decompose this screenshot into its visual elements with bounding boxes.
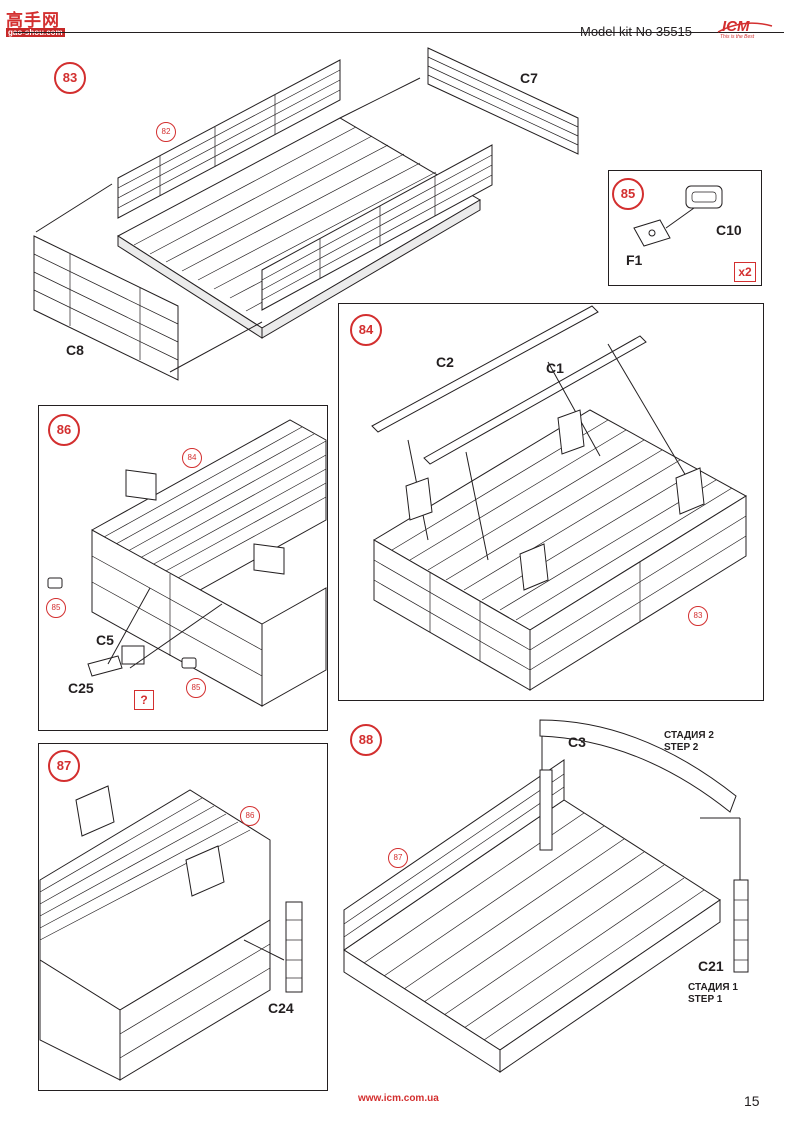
query-badge: ?: [134, 690, 154, 710]
stage-1-ru: СТАДИЯ 1: [688, 982, 738, 993]
step-85-panel: [608, 170, 762, 286]
step-87-drawing: [39, 785, 303, 1081]
stage-2-label: СТАДИЯ 2 STEP 2: [664, 730, 714, 754]
watermark-main-text: 高手网: [6, 11, 60, 30]
logo-text: ICM: [722, 18, 750, 35]
part-label-c1: C1: [546, 360, 564, 376]
step-86-panel: [38, 405, 328, 731]
step-84-panel: [338, 303, 764, 701]
part-label-c2: C2: [436, 354, 454, 370]
stage-1-en: STEP 1: [688, 994, 723, 1005]
part-label-c24: C24: [268, 1000, 294, 1016]
part-label-c8: C8: [66, 342, 84, 358]
stage-2-ru: СТАДИЯ 2: [664, 730, 714, 741]
step-88-number: 88: [350, 724, 382, 756]
step-84-number: 84: [350, 314, 382, 346]
step-83-number: 83: [54, 62, 86, 94]
step-87-panel: [38, 743, 328, 1091]
stage-1-label: СТАДИЯ 1 STEP 1: [688, 982, 738, 1006]
step-88-drawing: [343, 719, 749, 1073]
multiplier-badge: x2: [734, 262, 756, 282]
page-number: 15: [744, 1093, 760, 1109]
part-label-c21: C21: [698, 958, 724, 974]
footer-url[interactable]: www.icm.com.ua: [358, 1093, 439, 1104]
step-86-subref-right: 85: [186, 678, 206, 698]
step-86-number: 86: [48, 414, 80, 446]
stage-2-en: STEP 2: [664, 742, 699, 753]
header-rule: [14, 32, 784, 33]
step-85-drawing: [633, 185, 723, 247]
kit-title: Model kit No 35515: [580, 24, 693, 39]
part-label-c5: C5: [96, 632, 114, 648]
step-84-ref: 83: [688, 606, 708, 626]
part-label-c7: C7: [520, 70, 538, 86]
step-83-drawing: [33, 47, 579, 381]
part-label-f1: F1: [626, 252, 643, 268]
step-84-drawing: [371, 305, 747, 691]
step-85-number: 85: [612, 178, 644, 210]
step-86-drawing: [47, 419, 327, 707]
step-83-ref: 82: [156, 122, 176, 142]
icm-logo: ICM This is the Best: [716, 16, 774, 42]
step-86-ref: 84: [182, 448, 202, 468]
step-87-number: 87: [48, 750, 80, 782]
part-label-c3: C3: [568, 734, 586, 750]
part-label-c25: C25: [68, 680, 94, 696]
icm-logo-swoosh-icon: [717, 22, 773, 33]
part-label-c10: C10: [716, 222, 742, 238]
step-87-ref: 86: [240, 806, 260, 826]
step-88-ref: 87: [388, 848, 408, 868]
step-86-subref-left: 85: [46, 598, 66, 618]
logo-tagline: This is the Best: [720, 34, 755, 40]
